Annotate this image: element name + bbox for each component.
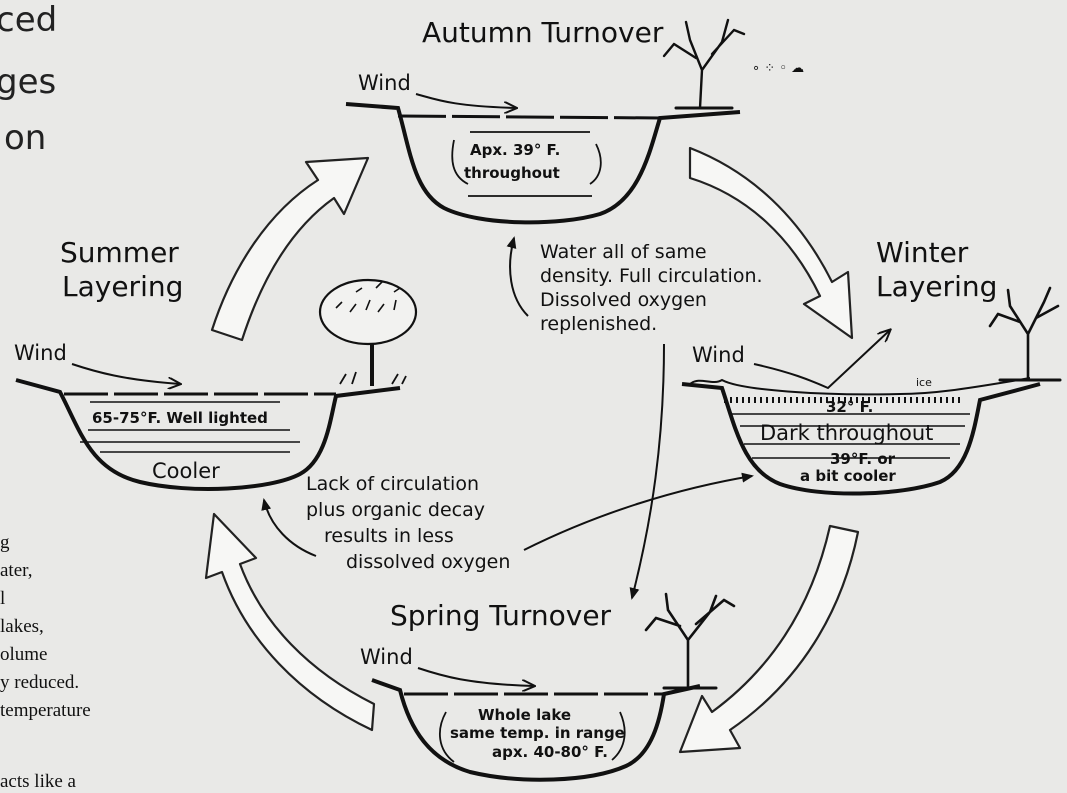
decay-arrow-to-winter <box>523 472 754 551</box>
partial-heading-line-2: ges <box>0 62 57 102</box>
cycle-arrow-winter-to-spring <box>678 524 860 754</box>
circulation-note-line-3: Dissolved oxygen <box>540 289 707 311</box>
circulation-note: Water all of same density. Full circulat… <box>506 236 763 600</box>
winter-temp-bottom-2: a bit cooler <box>800 467 896 485</box>
partial-body-line-7: temperature <box>0 700 91 721</box>
summer-title-line-2: Layering <box>62 270 183 303</box>
circulation-arrow-to-spring <box>629 343 665 600</box>
winter-tree-icon <box>988 286 1062 382</box>
spring-wind-arrow <box>417 667 534 686</box>
partial-body-line-6: y reduced. <box>0 672 80 693</box>
summer-cooler-label: Cooler <box>152 459 220 483</box>
summer-title-line-1: Summer <box>60 236 179 269</box>
autumn-temp-line-1: Apx. 39° F. <box>470 141 560 159</box>
spring-turnover-section: Spring Turnover Wind Whole lake same tem… <box>360 592 736 782</box>
autumn-water-surface <box>397 114 661 120</box>
autumn-lake-basin <box>345 102 741 225</box>
partial-body-line-2: ater, <box>0 560 33 581</box>
decay-note-line-1: Lack of circulation <box>306 473 479 495</box>
spring-line-1: Whole lake <box>478 706 571 724</box>
cycle-arrow-spring-to-summer <box>204 512 376 732</box>
circulation-note-line-2: density. Full circulation. <box>540 265 763 287</box>
decay-note-line-2: plus organic decay <box>306 499 485 521</box>
winter-dark-label: Dark throughout <box>760 421 933 445</box>
summer-lake-basin <box>15 378 401 491</box>
winter-ice-layer <box>689 377 1031 396</box>
spring-line-2: same temp. in range <box>450 724 625 742</box>
winter-temp-top: 32° F. <box>826 398 873 416</box>
partial-heading-line-3: on <box>4 118 47 158</box>
winter-lake-basin <box>681 382 1041 496</box>
autumn-turnover-section: Autumn Turnover Wind Apx. 39° F. through… <box>345 16 804 225</box>
partial-body-line-3: l <box>0 588 6 609</box>
winter-wind-arrow <box>753 330 890 390</box>
autumn-wind-arrow <box>415 93 516 108</box>
autumn-tree-icon <box>662 18 746 110</box>
spring-tree-icon <box>644 592 736 690</box>
partial-body-line-5: olume <box>0 644 48 665</box>
autumn-circulation-loop <box>451 131 602 197</box>
summer-layering-section: Summer Layering Wind 65-75°F. Well light… <box>14 236 418 491</box>
partial-body-line-1: g <box>0 532 10 553</box>
cycle-arrow-autumn-to-winter <box>688 146 854 340</box>
autumn-temp-line-2: throughout <box>464 164 560 182</box>
winter-layer-lines <box>730 413 970 459</box>
decay-note-line-4: dissolved oxygen <box>346 551 510 573</box>
decay-note-line-3: results in less <box>324 525 454 547</box>
winter-layering-section: Winter Layering Wind ice 32° F. Dark thr… <box>681 236 1062 496</box>
autumn-leaves-icon: ∘ ⁘ ◦ ☁ <box>752 61 804 76</box>
circulation-arrow-to-autumn <box>506 236 529 317</box>
winter-ice-label: ice <box>916 376 932 389</box>
circulation-note-line-4: replenished. <box>540 313 657 335</box>
summer-tree-icon <box>318 278 418 386</box>
circulation-note-line-1: Water all of same <box>540 241 707 263</box>
spring-lake-basin <box>371 678 701 782</box>
spring-title: Spring Turnover <box>390 599 612 632</box>
summer-warm-layer-lines <box>80 401 300 453</box>
winter-wind-label: Wind <box>692 343 745 367</box>
partial-body-line-4: lakes, <box>0 616 44 637</box>
spring-circulation-loop <box>439 711 626 763</box>
spring-wind-label: Wind <box>360 645 413 669</box>
winter-title-line-1: Winter <box>876 236 969 269</box>
decay-note: Lack of circulation plus organic decay r… <box>261 472 754 573</box>
summer-wind-label: Wind <box>14 341 67 365</box>
winter-temp-bottom-1: 39°F. or <box>830 450 896 468</box>
summer-wind-arrow <box>71 363 180 384</box>
spring-line-3: apx. 40-80° F. <box>492 743 608 761</box>
partial-heading-line-1: ced <box>0 0 58 40</box>
autumn-title: Autumn Turnover <box>422 16 664 49</box>
summer-temp-label: 65-75°F. Well lighted <box>92 409 268 427</box>
autumn-wind-label: Wind <box>358 71 411 95</box>
winter-title-line-2: Layering <box>876 270 997 303</box>
decay-arrow-to-summer <box>261 498 317 557</box>
cycle-arrow-summer-to-autumn <box>210 156 370 342</box>
